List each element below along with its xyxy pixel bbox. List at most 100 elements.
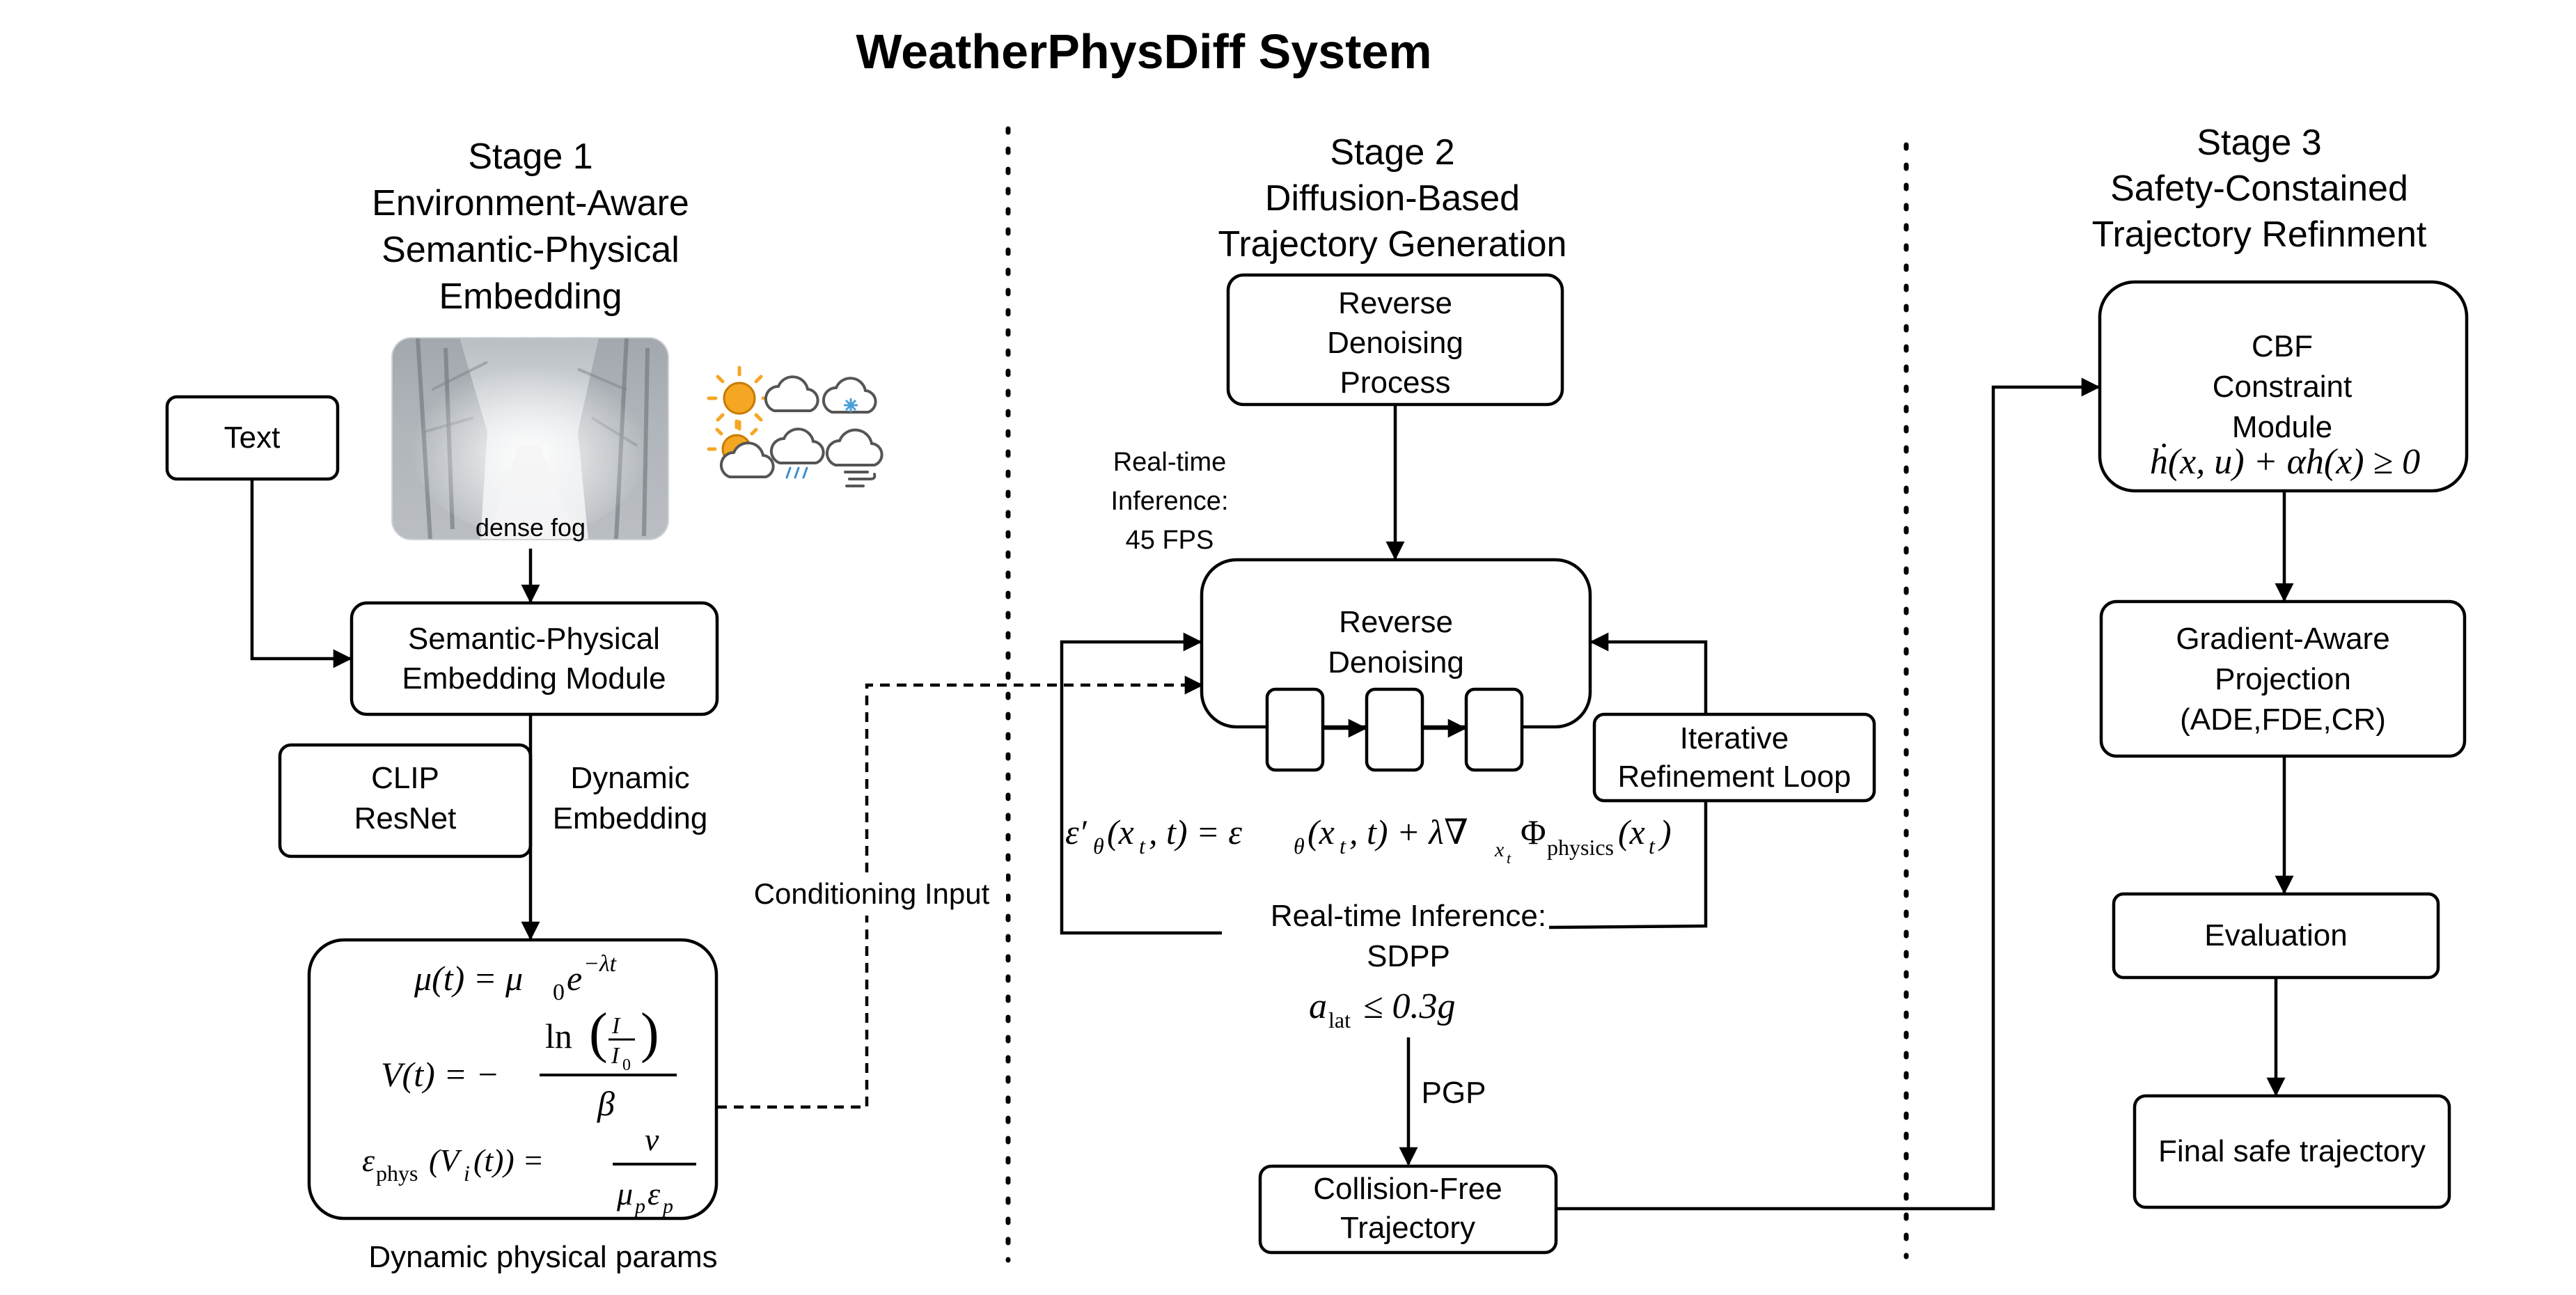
stage1-heading: Stage 1 Environment-Aware Semantic-Physi… bbox=[372, 136, 689, 317]
realtime-inference-label: Real-time bbox=[1113, 448, 1227, 477]
realtime-inference-label: 45 FPS bbox=[1126, 526, 1214, 555]
resnet-label: ResNet bbox=[354, 801, 457, 835]
stage2-heading: Stage 2 Diffusion-Based Trajectory Gener… bbox=[1218, 132, 1567, 265]
formula-subscript: p bbox=[634, 1195, 645, 1218]
clip-label: CLIP bbox=[371, 761, 439, 795]
collision-free-label: Collision-Free bbox=[1313, 1172, 1502, 1206]
collision-free-label: Trajectory bbox=[1340, 1211, 1475, 1245]
formula-subscript: 0 bbox=[553, 980, 565, 1005]
formula-subscript: 0 bbox=[622, 1056, 631, 1074]
formula-text: (x bbox=[1107, 813, 1134, 851]
cloud-icon bbox=[764, 375, 819, 412]
embedding-module-label: Semantic-Physical bbox=[408, 622, 660, 656]
iterative-refinement-label: Refinement Loop bbox=[1617, 760, 1851, 794]
denoising-step-box bbox=[1265, 687, 1325, 772]
formula-text: (x bbox=[1307, 813, 1335, 851]
stage2-heading-line: Trajectory Generation bbox=[1218, 224, 1567, 265]
formula-paren: ( bbox=[589, 1003, 608, 1064]
formula-text: ≤ 0.3g bbox=[1363, 987, 1456, 1026]
formula-subscript: θ bbox=[1093, 833, 1104, 858]
formula-subscript: x bbox=[1494, 838, 1505, 861]
stage3-heading-line: Trajectory Refinment bbox=[2092, 214, 2427, 255]
partly-cloudy-icon bbox=[707, 419, 775, 478]
denoising-step-box bbox=[1365, 687, 1424, 772]
formula-subscript: t bbox=[1507, 849, 1511, 867]
formula-subscript: θ bbox=[1294, 833, 1305, 858]
stage1-heading-line: Stage 1 bbox=[468, 136, 592, 177]
dynamic-embedding-label: Dynamic bbox=[570, 761, 689, 795]
realtime-inference-label: Inference: bbox=[1111, 487, 1229, 516]
cbf-label: CBF bbox=[2252, 329, 2313, 363]
realtime-inference-sdpp: SDPP bbox=[1367, 939, 1450, 973]
formula-epsilon: ε phys (V i (t)) = v μ p ε p bbox=[362, 1122, 696, 1218]
gradient-projection-label: Projection bbox=[2215, 662, 2351, 696]
semantic-physical-embedding-module bbox=[350, 601, 719, 716]
dynamic-physical-params-caption: Dynamic physical params bbox=[368, 1240, 717, 1274]
stage2-heading-line: Stage 2 bbox=[1330, 132, 1454, 173]
formula-subscript: p bbox=[661, 1195, 673, 1218]
sun-icon bbox=[707, 366, 772, 431]
formula-subscript: t bbox=[1139, 833, 1146, 858]
gradient-projection-label: Gradient-Aware bbox=[2176, 622, 2389, 656]
stage3-heading-line: Stage 3 bbox=[2197, 123, 2321, 163]
final-trajectory-label: Final safe trajectory bbox=[2158, 1134, 2426, 1168]
stage1-heading-line: Embedding bbox=[439, 276, 622, 317]
final-safe-trajectory-box bbox=[2133, 1094, 2451, 1209]
formula-subscript: physics bbox=[1547, 835, 1614, 860]
physics-guided-score-formula: ε′ θ (x t , t) = ε θ (x t , t) + λ∇ x t … bbox=[1065, 813, 1672, 867]
stage3-heading: Stage 3 Safety-Constained Trajectory Ref… bbox=[2092, 123, 2427, 255]
reverse-process-label: Denoising bbox=[1327, 326, 1463, 360]
formula-text: (V bbox=[429, 1143, 462, 1178]
wind-cloud-icon bbox=[825, 428, 883, 487]
formula-text: , t) + λ∇ bbox=[1349, 813, 1468, 851]
arrow-text-to-embedding bbox=[250, 479, 352, 668]
dynamic-embedding-label: Embedding bbox=[553, 801, 708, 835]
formula-text: μ bbox=[616, 1176, 633, 1211]
formula-text: e bbox=[567, 959, 582, 998]
reverse-denoising-label: Reverse bbox=[1339, 605, 1453, 639]
formula-text: I bbox=[611, 1043, 620, 1069]
weather-icons bbox=[707, 366, 883, 487]
formula-text: a bbox=[1309, 987, 1327, 1026]
formula-text: (x bbox=[1618, 813, 1645, 851]
conditioning-input-label: Conditioning Input bbox=[754, 877, 990, 910]
lateral-accel-formula: a lat ≤ 0.3g bbox=[1309, 987, 1456, 1033]
realtime-inference-sdpp: Real-time Inference: bbox=[1271, 899, 1546, 933]
pgp-label: PGP bbox=[1422, 1076, 1486, 1110]
formula-subscript: lat bbox=[1328, 1007, 1351, 1033]
reverse-process-label: Reverse bbox=[1338, 286, 1452, 320]
fog-caption: dense fog bbox=[476, 513, 586, 542]
arrow-to-cbf bbox=[1556, 377, 2100, 1211]
formula-text: μ(t) = μ bbox=[414, 959, 523, 998]
formula-subscript: phys bbox=[376, 1161, 418, 1186]
iterative-refinement-label: Iterative bbox=[1680, 721, 1789, 755]
stage2-heading-line: Diffusion-Based bbox=[1265, 178, 1520, 219]
formula-text: β bbox=[597, 1084, 615, 1123]
formula-text: ε bbox=[362, 1143, 375, 1178]
embedding-module-label: Embedding Module bbox=[402, 661, 666, 696]
reverse-denoising-label: Denoising bbox=[1328, 645, 1464, 680]
formula-paren: ) bbox=[641, 1003, 659, 1064]
stage3-heading-line: Safety-Constained bbox=[2110, 168, 2408, 209]
cbf-label: Module bbox=[2232, 410, 2332, 444]
formula-subscript: i bbox=[464, 1161, 470, 1186]
formula-subscript: t bbox=[1649, 833, 1656, 858]
formula-text: (t)) = bbox=[473, 1143, 544, 1178]
diagram-title: WeatherPhysDiff System bbox=[856, 24, 1431, 79]
stage1-heading-line: Semantic-Physical bbox=[382, 230, 680, 270]
iterative-refinement-box bbox=[1592, 712, 1876, 803]
formula-mu: μ(t) = μ 0 e −λt bbox=[414, 951, 618, 1005]
evaluation-label: Evaluation bbox=[2204, 918, 2347, 952]
dense-fog-image bbox=[391, 337, 669, 540]
gradient-projection-label: (ADE,FDE,CR) bbox=[2180, 703, 2386, 737]
loop-arrow-left bbox=[1060, 632, 1222, 935]
text-input-label: Text bbox=[224, 421, 281, 455]
formula-visibility: V(t) = − ln ( I I 0 ) β bbox=[381, 1003, 677, 1123]
cbf-formula: ḣ(x, u) + αh(x) ≥ 0 bbox=[2150, 442, 2420, 482]
formula-superscript: −λt bbox=[583, 951, 618, 977]
formula-text: ln bbox=[545, 1017, 572, 1055]
denoising-step-box bbox=[1464, 687, 1524, 772]
formula-text: ε′ bbox=[1065, 813, 1087, 851]
formula-text: ) bbox=[1658, 813, 1672, 851]
